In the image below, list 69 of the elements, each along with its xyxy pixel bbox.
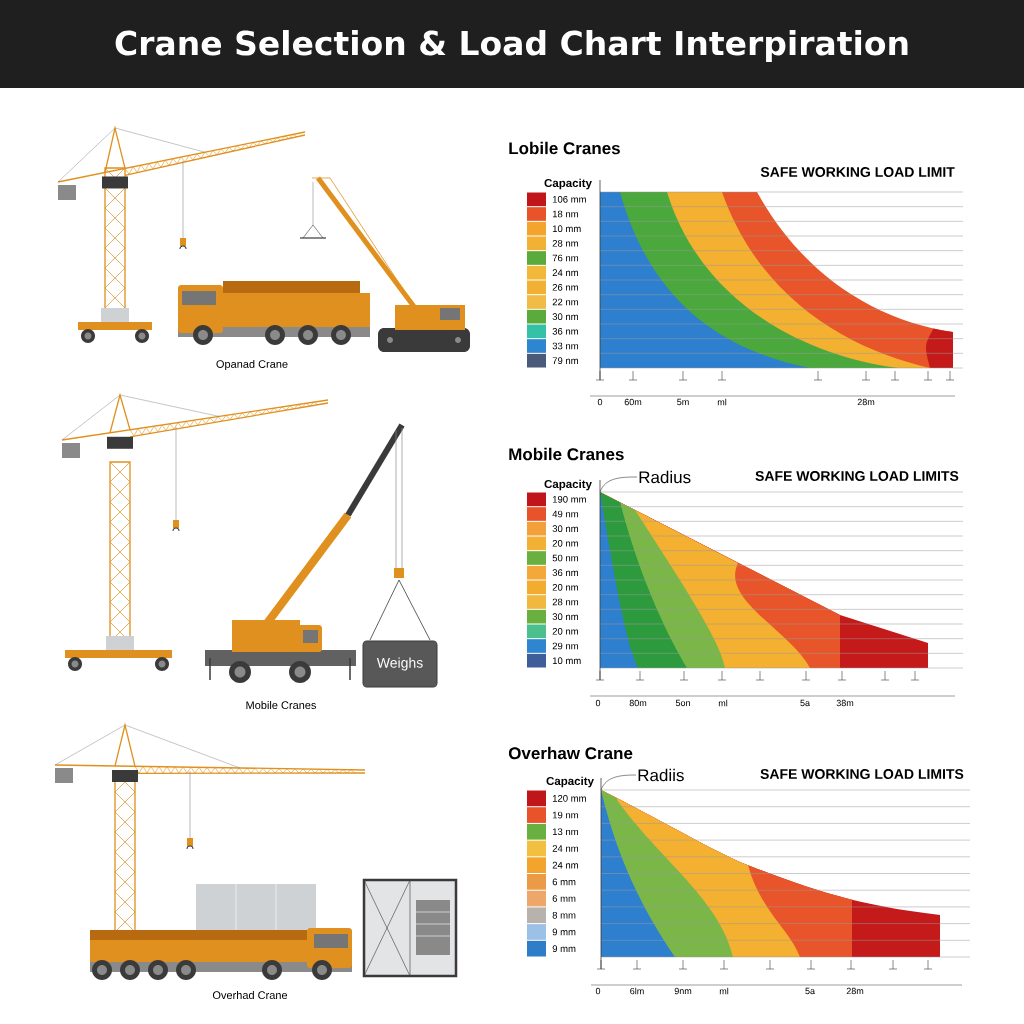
- capacity-label: 20 nm: [552, 539, 578, 547]
- chart-heading: Mobile Cranes: [509, 447, 624, 461]
- tick-label: 60m: [624, 398, 642, 406]
- tick-label: 28m: [857, 398, 875, 406]
- tick-label: 38m: [836, 699, 854, 707]
- tick-label: 5on: [675, 699, 690, 707]
- axis-title: Capacity: [546, 776, 594, 788]
- capacity-label: 36 nm: [552, 327, 578, 335]
- capacity-label: 24 nm: [552, 861, 578, 869]
- chart-title: SAFE WORKING LOAD LIMIT: [760, 167, 955, 177]
- capacity-label: 24 nm: [552, 269, 578, 276]
- crane-caption: Opanad Crane: [216, 359, 288, 371]
- tick-label: ml: [717, 398, 727, 406]
- tick-label: 6lm: [630, 987, 644, 995]
- chart-title: SAFE WORKING LOAD LIMITS: [755, 471, 959, 481]
- tick-label: 5a: [805, 987, 815, 995]
- capacity-label: 120 mm: [552, 795, 586, 802]
- tick-label: 5a: [800, 699, 810, 707]
- weight-box: Weighs: [362, 640, 438, 688]
- capacity-label: 79 nm: [552, 357, 578, 365]
- capacity-label: 24 nm: [552, 845, 578, 852]
- capacity-label: 30 nm: [552, 613, 578, 621]
- capacity-label: 28 nm: [552, 598, 578, 606]
- title-bar: Crane Selection & Load Chart Interpiration: [0, 0, 1024, 88]
- capacity-label: 190 mm: [552, 495, 586, 503]
- tick-label: 0: [595, 699, 601, 707]
- axis-title: Capacity: [544, 178, 592, 190]
- chart-heading: Lobile Cranes: [509, 141, 620, 155]
- tick-label: 5m: [677, 398, 689, 406]
- capacity-label: 29 nm: [552, 642, 578, 650]
- axis-title: Capacity: [544, 479, 592, 491]
- chart-heading: Overhaw Crane: [508, 746, 633, 760]
- capacity-label: 20 nm: [552, 628, 578, 635]
- crane-caption: Mobile Cranes: [246, 700, 317, 710]
- capacity-label: 13 nm: [552, 828, 578, 836]
- capacity-label: 10 mm: [552, 225, 581, 233]
- capacity-label: 20 nm: [552, 583, 578, 591]
- capacity-label: 30 nm: [552, 313, 578, 321]
- capacity-label: 9 mm: [552, 945, 576, 953]
- capacity-label: 49 nm: [552, 510, 578, 518]
- tick-label: 0: [595, 987, 601, 995]
- chart-title: SAFE WORKING LOAD LIMITS: [760, 769, 964, 779]
- axis-label: Radius: [639, 470, 691, 484]
- capacity-label: 26 nm: [552, 283, 578, 291]
- capacity-label: 8 mm: [552, 911, 576, 919]
- capacity-label: 22 nm: [552, 298, 578, 306]
- tick-label: 28m: [846, 987, 864, 995]
- tick-label: ml: [718, 699, 728, 707]
- tick-label: 9nm: [674, 987, 692, 995]
- leader-line: [599, 476, 638, 493]
- capacity-label: 6 mm: [552, 878, 576, 886]
- crane-caption: Overhad Crane: [212, 991, 288, 1000]
- tick-label: ml: [719, 987, 729, 995]
- capacity-label: 76 nm: [552, 254, 578, 262]
- axis-label: Radiis: [638, 768, 684, 782]
- capacity-label: 33 nm: [552, 342, 578, 350]
- capacity-label: 9 mm: [552, 928, 576, 936]
- leader-line: [600, 774, 637, 791]
- capacity-label: 36 nm: [552, 569, 578, 577]
- capacity-label: 6 mm: [552, 895, 576, 902]
- capacity-label: 28 nm: [552, 239, 578, 247]
- tick-label: 0: [597, 398, 603, 406]
- capacity-label: 18 nm: [552, 210, 578, 218]
- tick-label: 80m: [629, 699, 647, 707]
- capacity-label: 19 nm: [552, 811, 578, 819]
- capacity-label: 106 mm: [552, 195, 586, 203]
- capacity-label: 50 nm: [552, 554, 578, 562]
- capacity-label: 10 mm: [552, 657, 581, 665]
- capacity-label: 30 nm: [552, 525, 578, 533]
